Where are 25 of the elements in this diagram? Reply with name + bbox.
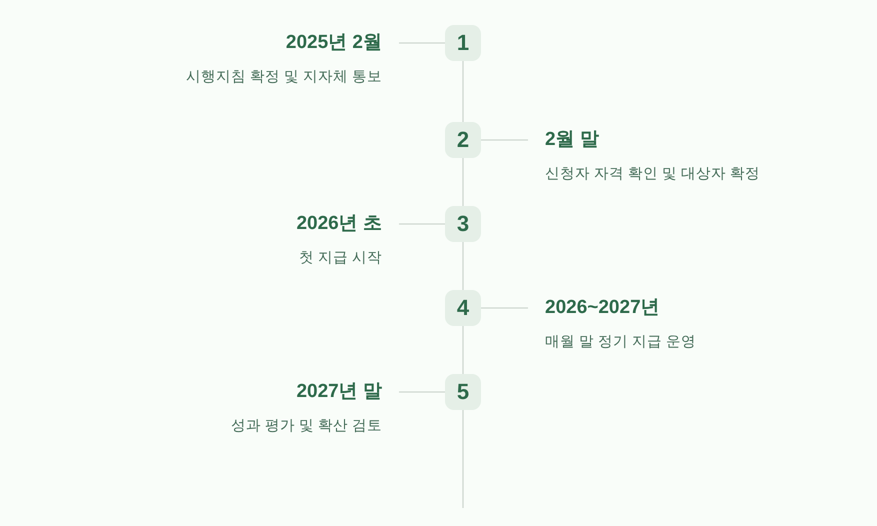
step-date: 2월 말 (545, 128, 599, 152)
step-number: 1 (445, 25, 481, 61)
step-number: 3 (445, 206, 481, 242)
step-description: 신청자 자격 확인 및 대상자 확정 (545, 165, 760, 184)
step-description: 성과 평가 및 확산 검토 (230, 417, 382, 436)
timeline-line (462, 326, 464, 374)
timeline-line (462, 61, 464, 122)
connector-line (399, 223, 445, 225)
step-description: 매월 말 정기 지급 운영 (545, 333, 696, 352)
connector-line (399, 42, 445, 44)
step-number: 4 (445, 290, 481, 326)
step-date: 2026년 초 (296, 212, 382, 236)
timeline-line (462, 158, 464, 206)
step-date: 2025년 2월 (286, 31, 382, 55)
step-date: 2027년 말 (296, 380, 382, 404)
connector-line (481, 139, 528, 141)
step-description: 시행지침 확정 및 지자체 통보 (186, 68, 382, 87)
timeline-line (462, 410, 464, 508)
timeline-line (462, 242, 464, 290)
connector-line (399, 391, 445, 393)
step-number: 5 (445, 374, 481, 410)
step-number: 2 (445, 122, 481, 158)
step-description: 첫 지급 시작 (298, 249, 382, 268)
step-date: 2026~2027년 (545, 296, 660, 320)
connector-line (481, 307, 528, 309)
